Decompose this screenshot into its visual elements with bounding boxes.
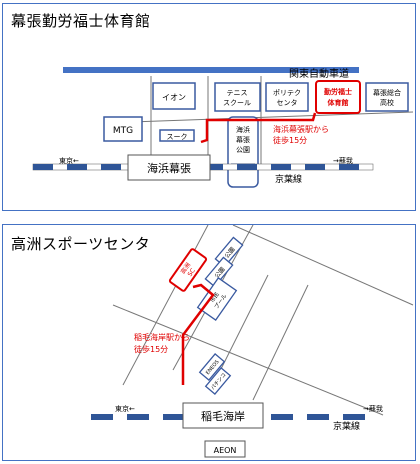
label-tennis-2: スクール [223, 99, 251, 107]
map-title: 高洲スポーツセンタ [11, 235, 151, 253]
building-suku [159, 129, 195, 142]
station-label: 稲毛海岸 [201, 409, 245, 423]
soga-label: →蘇我 [363, 404, 383, 413]
label-poly-1: ポリテク [273, 89, 301, 97]
station-label: 海浜幕張 [147, 161, 191, 175]
walk-label-1: 稲毛海岸駅から [134, 332, 190, 342]
aeon-box [204, 440, 246, 458]
map-makuhari: 関東自動車道 イオン テニス スクール ポリテク センタ 勤労福士 体育館 幕張… [32, 67, 414, 188]
label-park-3: 公園 [236, 146, 250, 154]
svg-text:SC: SC [187, 267, 197, 278]
aeon-label: AEON [214, 446, 237, 455]
label-target-2: 体育館 [328, 98, 349, 107]
line-label: 京葉線 [275, 173, 302, 185]
label-school-2: 高校 [380, 98, 394, 107]
station-box [127, 154, 211, 181]
road [252, 284, 309, 401]
soga-label: →蘇我 [333, 156, 353, 165]
road [130, 111, 414, 123]
road [232, 225, 414, 306]
building-pool: 市民 プール [196, 277, 238, 321]
road [212, 274, 269, 386]
highway-line [63, 67, 359, 73]
walk-label-2: 徒歩15分 [134, 344, 168, 354]
label-tennis-1: テニス [227, 89, 248, 97]
walking-route [181, 283, 215, 385]
map-title: 幕張勤労福士体育館 [11, 12, 151, 30]
building-mtg [103, 116, 143, 142]
road [112, 304, 384, 416]
building-tennis [214, 82, 261, 112]
label-aeon: イオン [162, 93, 186, 102]
label-target-1: 勤労福士 [324, 87, 352, 96]
map-panel-makuhari: 幕張勤労福士体育館 関東自動車道 イオン テニス スクール ポリテク センタ 勤… [2, 3, 416, 211]
label-poly-2: センタ [277, 98, 298, 107]
line-label: 京葉線 [333, 420, 360, 432]
map-panel-takasu: 高洲スポーツセンタ 公園 公園 高洲 SC 市民 プール ENEOS [2, 224, 416, 461]
map-takasu: 公園 公園 高洲 SC 市民 プール ENEOS パチンコ 稲毛海岸駅から 徒歩… [91, 225, 414, 458]
station-box [182, 402, 264, 429]
label-suku: スーク [167, 133, 188, 141]
label-park-2: 幕張 [236, 135, 250, 144]
walk-label-1: 海浜幕張駅から [273, 124, 329, 134]
tokyo-label: 東京← [115, 404, 135, 413]
road [122, 225, 209, 386]
building-school [365, 82, 409, 112]
label-park-1: 海浜 [236, 125, 250, 134]
building-target: 高洲 SC [168, 248, 208, 292]
building-koen2: 公園 [204, 256, 234, 288]
tokyo-label: 東京← [59, 156, 79, 165]
walk-label-2: 徒歩15分 [273, 135, 307, 145]
building-aeon [152, 82, 196, 110]
label-school-1: 幕張総合 [373, 88, 401, 97]
label-mtg: MTG [113, 126, 133, 136]
building-poly [265, 82, 309, 112]
highway-label: 関東自動車道 [289, 67, 349, 80]
walking-route [200, 112, 317, 144]
building-target [315, 80, 361, 114]
